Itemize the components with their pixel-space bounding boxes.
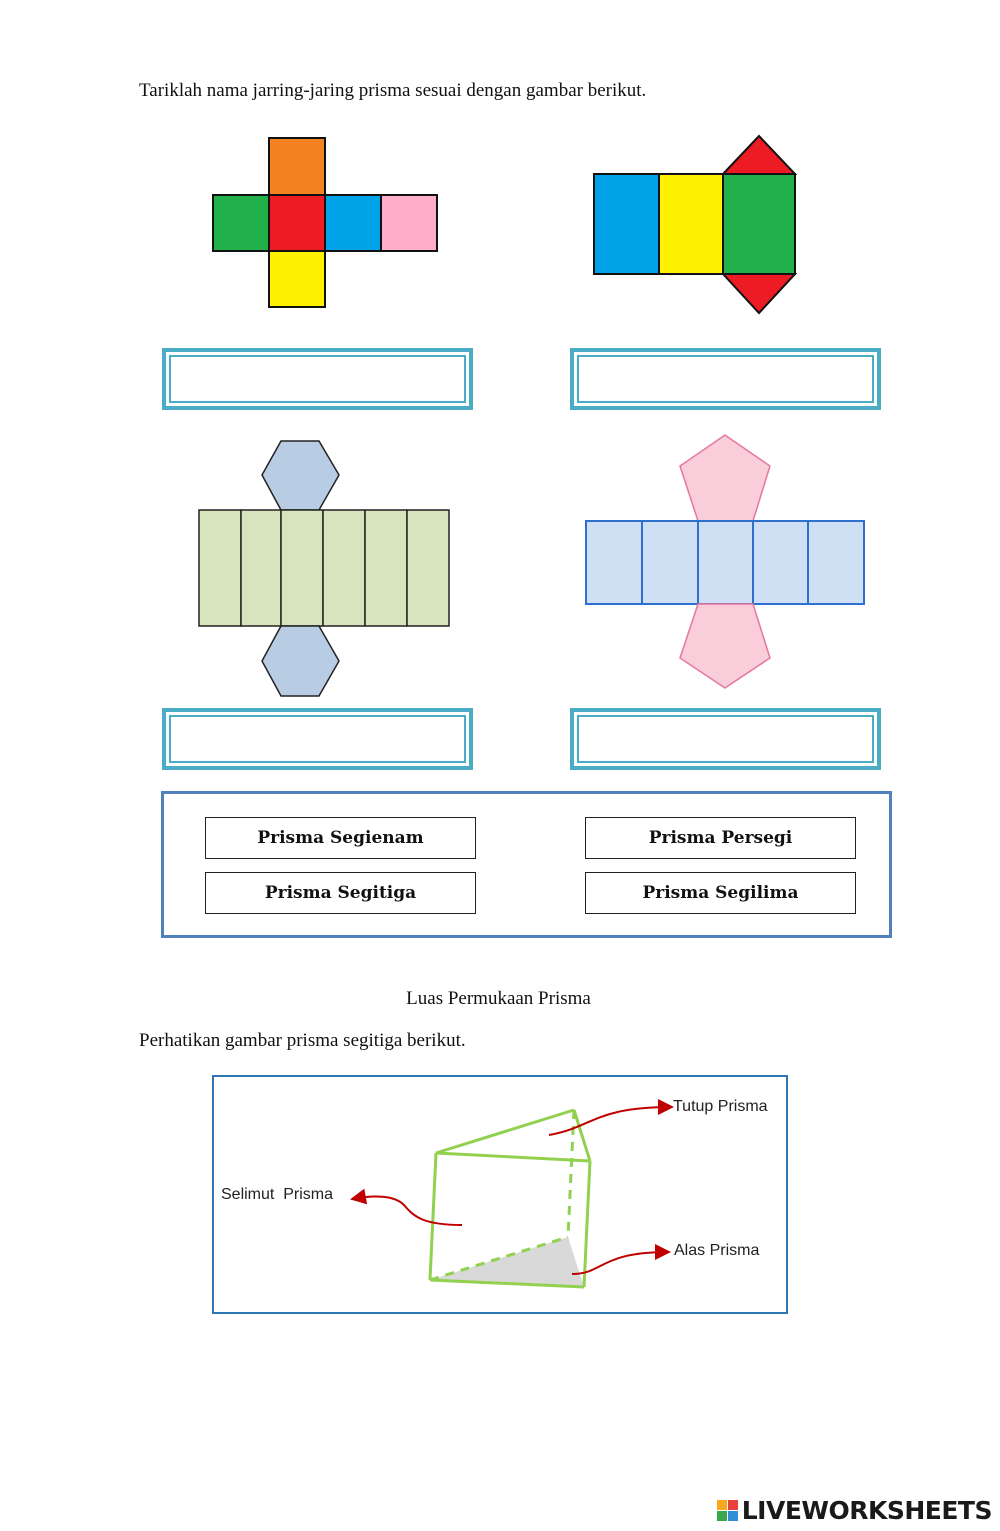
net-face	[268, 137, 326, 196]
net-face	[720, 134, 798, 175]
liveworksheets-brand: LIVEWORKSHEETS	[716, 1496, 993, 1525]
answer-dropbox-3[interactable]	[162, 708, 473, 770]
pentagonal-prism-net-image	[585, 434, 865, 689]
prism-diagram: Tutup Prisma Selimut Prisma Alas Prisma	[212, 1075, 788, 1314]
net-faces-lateral	[585, 520, 865, 605]
label-alas-prisma: Alas Prisma	[674, 1242, 760, 1259]
prism-intro-text: Perhatikan gambar prisma segitiga beriku…	[139, 1030, 466, 1051]
answer-dropbox-4[interactable]	[570, 708, 881, 770]
net-face	[593, 173, 660, 275]
answer-dropbox-1[interactable]	[162, 348, 473, 410]
net-face	[324, 194, 382, 252]
triangular-prism-net-image	[593, 134, 798, 315]
answer-dropbox-2[interactable]	[570, 348, 881, 410]
label-selimut-prisma: Selimut Prisma	[221, 1186, 334, 1203]
net-face	[380, 194, 438, 252]
hexagonal-prism-net-image	[198, 440, 450, 697]
liveworksheets-logo-icon	[716, 1500, 738, 1521]
net-faces-lateral	[198, 509, 450, 627]
cube-net-image	[212, 137, 438, 308]
net-face	[261, 440, 340, 511]
option-prisma-segienam[interactable]: Prisma Segienam	[205, 817, 476, 859]
option-prisma-persegi[interactable]: Prisma Persegi	[585, 817, 856, 859]
triangular-prism-drawing	[350, 1099, 674, 1289]
brand-text: LIVEWORKSHEETS	[741, 1496, 993, 1525]
label-tutup-prisma: Tutup Prisma	[673, 1098, 768, 1115]
net-face	[722, 173, 796, 275]
net-face	[261, 625, 340, 697]
arrow-selimut	[350, 1188, 463, 1226]
net-face	[212, 194, 270, 252]
prism-base-fill	[430, 1237, 584, 1287]
instruction-text: Tariklah nama jarring-jaring prisma sesu…	[139, 80, 647, 101]
net-face	[720, 273, 798, 315]
option-prisma-segitiga[interactable]: Prisma Segitiga	[205, 872, 476, 914]
net-face	[679, 603, 771, 689]
arrow-alas	[571, 1244, 671, 1275]
answer-bank: Prisma Segienam Prisma Persegi Prisma Se…	[161, 791, 892, 938]
arrow-tutup	[548, 1099, 674, 1136]
net-face	[268, 194, 326, 252]
net-face	[268, 250, 326, 308]
net-face	[658, 173, 724, 275]
net-face	[679, 434, 771, 522]
section-title: Luas Permukaan Prisma	[406, 988, 591, 1009]
option-prisma-segilima[interactable]: Prisma Segilima	[585, 872, 856, 914]
